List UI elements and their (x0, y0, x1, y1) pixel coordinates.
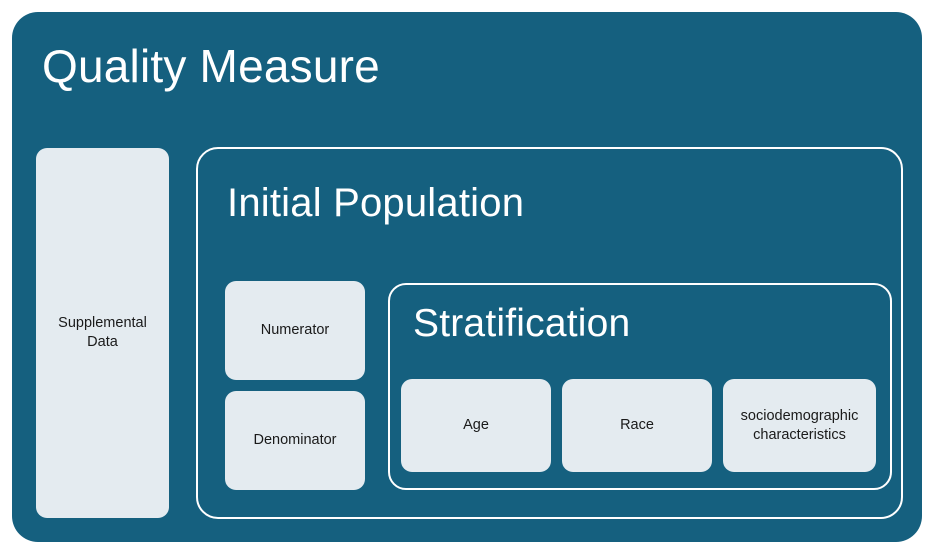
stratification-label-sociodemographic: sociodemographic characteristics (740, 407, 859, 443)
quality-measure-container: Quality Measure Supplemental Data Initia… (12, 12, 922, 542)
stratification-title: Stratification (413, 302, 631, 345)
stratification-card-race: Race (562, 379, 712, 472)
initial-population-title: Initial Population (227, 181, 525, 225)
numerator-card: Numerator (225, 281, 365, 380)
denominator-label: Denominator (253, 432, 337, 449)
stratification-label-age: Age (463, 417, 489, 434)
measure-components-stack: Numerator Denominator (225, 281, 365, 490)
supplemental-data-card: Supplemental Data (36, 148, 169, 518)
quality-measure-title: Quality Measure (42, 40, 380, 92)
initial-population-container: Initial Population Numerator Denominator… (196, 147, 903, 519)
stratification-container: Stratification Age Race sociodemographic… (388, 283, 892, 490)
stratification-categories: Age Race sociodemographic characteristic… (401, 379, 876, 472)
stratification-card-age: Age (401, 379, 551, 472)
denominator-card: Denominator (225, 391, 365, 490)
supplemental-data-label: Supplemental Data (58, 315, 147, 350)
stratification-card-sociodemographic: sociodemographic characteristics (723, 379, 876, 472)
stratification-label-race: Race (620, 417, 654, 434)
numerator-label: Numerator (260, 322, 330, 339)
